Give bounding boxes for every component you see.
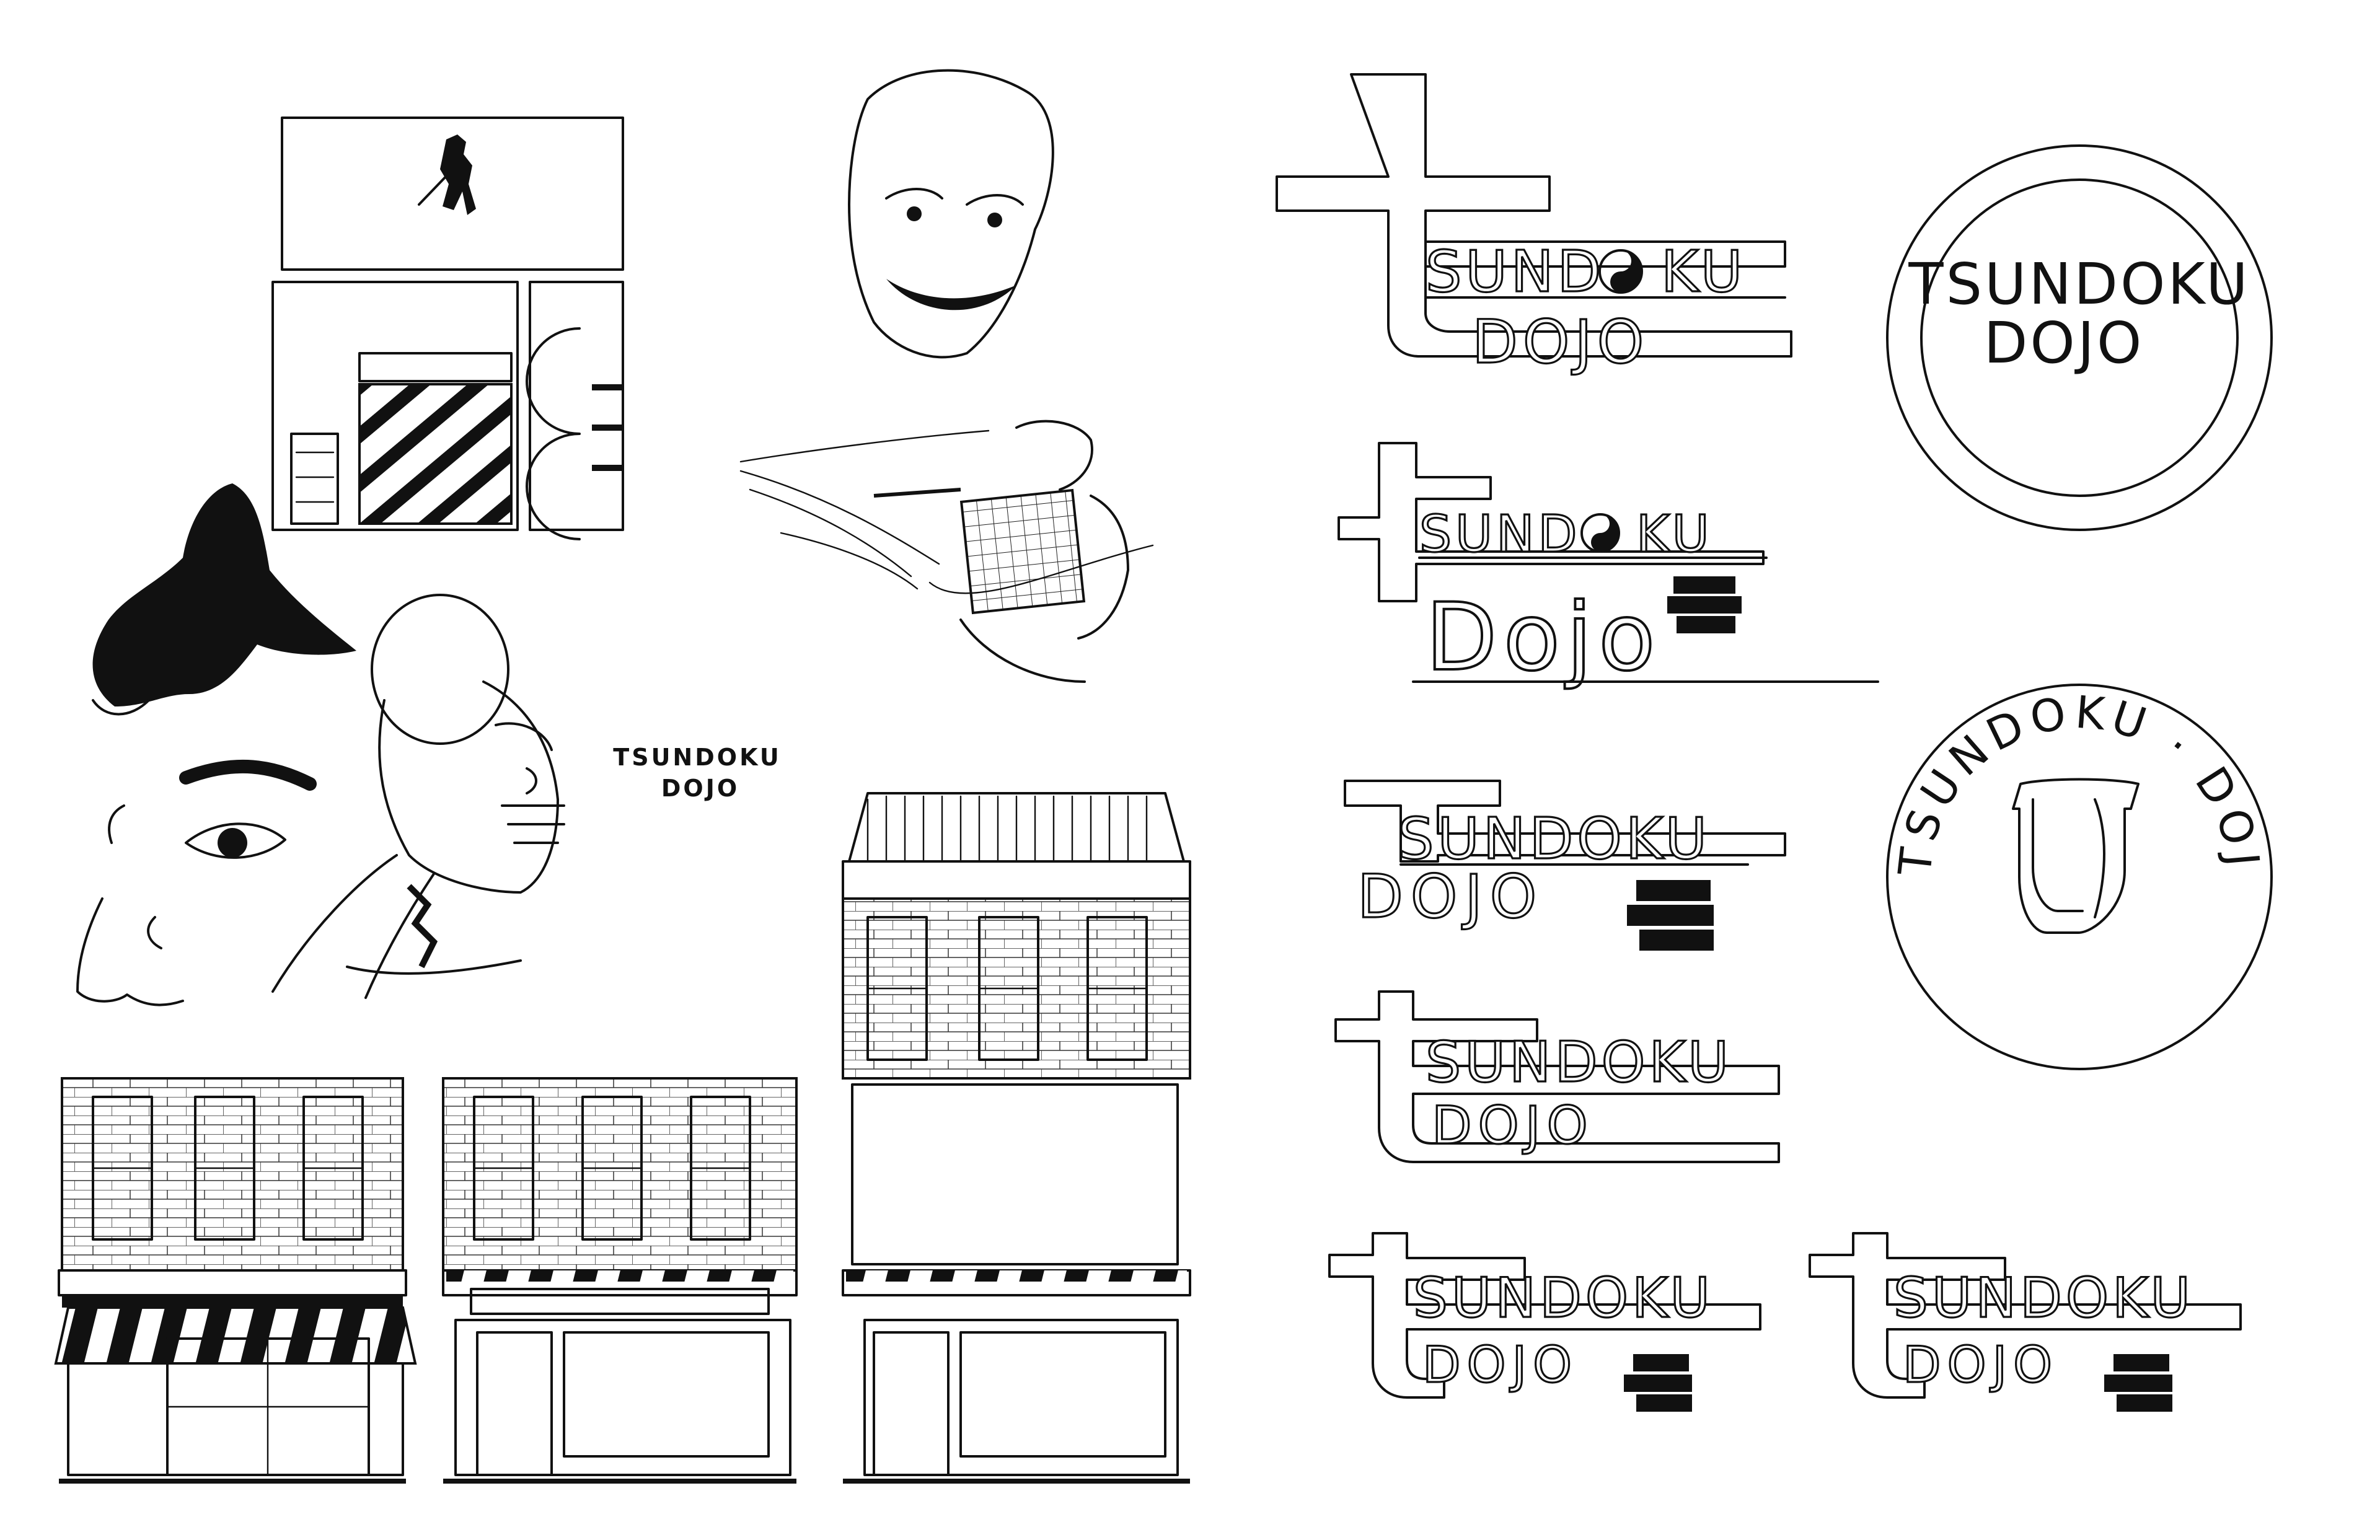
yin-yang-icon bbox=[1580, 513, 1620, 553]
skeletal-head-illustration bbox=[271, 594, 565, 999]
logo-4-word1: SUNDOKU bbox=[1426, 1030, 1732, 1095]
logo-6-word1: SUNDOKU bbox=[1893, 1266, 2194, 1330]
comic-panel-group bbox=[271, 117, 624, 540]
svg-text:TSUNDOKU · DOJO · CIRCA 2022 ·: TSUNDOKU · DOJO · CIRCA 2022 · bbox=[0, 0, 2263, 879]
logo-1-word2: DOJO bbox=[1472, 307, 1649, 377]
logo-5-word2: DOJO bbox=[1422, 1336, 1578, 1394]
storefront-facade-2 bbox=[442, 1077, 798, 1484]
logo-variant-1: SUND KU DOJO bbox=[1276, 73, 1792, 378]
hooded-figure-illustration bbox=[92, 483, 357, 716]
torii-shield-icon bbox=[2012, 778, 2140, 934]
logo-variant-5: SUNDOKU DOJO bbox=[1328, 1232, 1761, 1412]
grinning-face-illustration bbox=[848, 69, 1054, 359]
circle-badge-1: TSUNDOKU DOJO bbox=[1886, 144, 2273, 531]
yin-yang-icon bbox=[1598, 249, 1643, 294]
logo-3-word1: SUNDOKU bbox=[1398, 806, 1711, 872]
logo-variant-2: SUND KU Dojo bbox=[1338, 442, 1879, 693]
logo-1-word1: SUND bbox=[1426, 239, 1605, 305]
samurai-warrior-illustration bbox=[739, 420, 1154, 683]
storefront-facade-1 bbox=[54, 1077, 417, 1484]
logo-2-word1-tail: KU bbox=[1636, 505, 1713, 564]
logo-2-word2: Dojo bbox=[1426, 584, 1662, 692]
logo-6-word2: DOJO bbox=[1903, 1336, 2058, 1394]
badge-1-line2: DOJO bbox=[1984, 310, 2144, 376]
book-stack-icon bbox=[1624, 1354, 1692, 1412]
logo-variant-6: SUNDOKU DOJO bbox=[1809, 1232, 2242, 1412]
badge-2-ring-text: TSUNDOKU · DOJO · CIRCA 2022 · bbox=[0, 0, 2263, 879]
caption-line-2: DOJO bbox=[661, 775, 739, 802]
logo-variant-4: SUNDOKU DOJO bbox=[1334, 990, 1780, 1163]
logo-3-word2: DOJO bbox=[1357, 862, 1544, 931]
logo-variant-3: SUNDOKU DOJO bbox=[1344, 780, 1786, 951]
book-stack-icon bbox=[1667, 576, 1742, 633]
ninja-figure-illustration bbox=[418, 134, 476, 215]
logo-2-word1: SUND bbox=[1419, 505, 1581, 564]
storefront-facade-3 bbox=[842, 792, 1191, 1484]
logo-4-word2: DOJO bbox=[1432, 1095, 1594, 1156]
logo-1-word1-tail: KU bbox=[1661, 239, 1746, 305]
caption-line-1: TSUNDOKU bbox=[613, 744, 781, 771]
face-closeup-illustration bbox=[76, 759, 317, 1006]
book-stack-icon bbox=[1627, 880, 1714, 951]
book-stack-icon bbox=[2104, 1354, 2172, 1412]
logo-5-word1: SUNDOKU bbox=[1413, 1266, 1714, 1330]
badge-1-line1: TSUNDOKU bbox=[1908, 251, 2250, 317]
